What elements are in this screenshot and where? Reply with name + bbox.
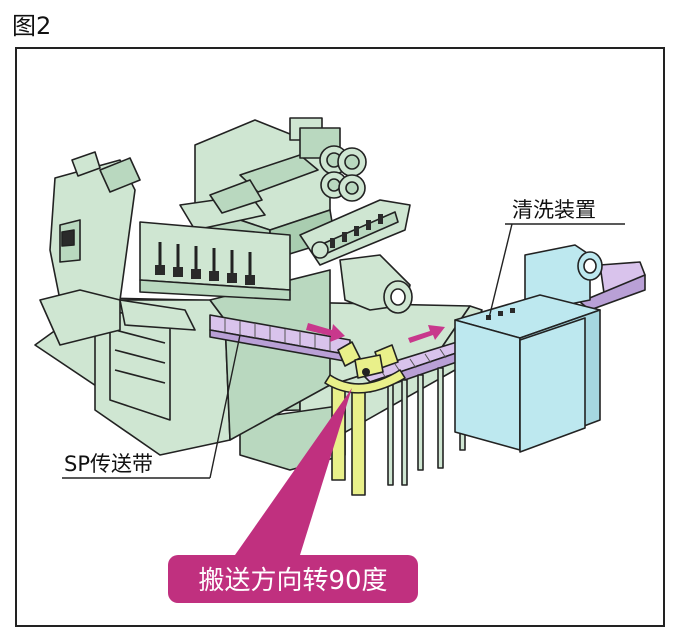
label-cleaning-device: 清洗装置 — [512, 198, 596, 222]
left-chute — [119, 299, 196, 331]
direction-label-box — [168, 555, 418, 603]
label-direction-change: 搬送方向转90度 — [198, 566, 387, 596]
callout-pointer — [235, 388, 352, 555]
arrow-in — [306, 323, 345, 342]
arrow-out — [408, 325, 445, 343]
figure-title: 图2 — [12, 12, 52, 40]
turntable-ring — [324, 369, 406, 394]
cleaner-body-front — [454, 319, 521, 451]
label-sp-conveyor: SP传送带 — [64, 452, 153, 476]
